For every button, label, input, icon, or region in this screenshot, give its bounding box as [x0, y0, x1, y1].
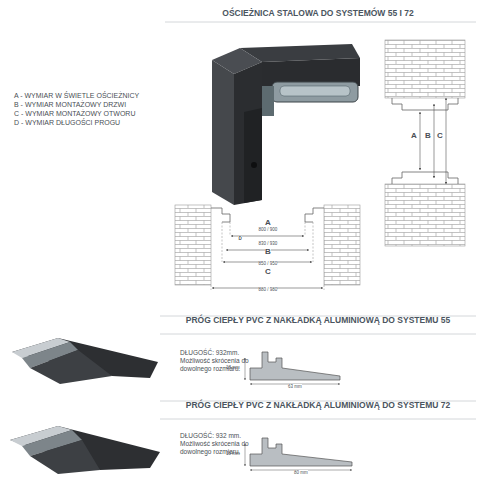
drawing-part: [272, 82, 358, 102]
drawing-part: [385, 184, 465, 246]
drawing-part: [212, 44, 360, 205]
dimension-value: 800 / 900: [259, 227, 278, 232]
section-heading: PRÓG CIEPŁY PVC Z NAKŁADKĄ ALUMINIOWĄ DO…: [186, 315, 450, 325]
drawing-part: [211, 222, 324, 290]
dimension-letter: B: [265, 247, 271, 257]
drawing-part: [385, 40, 465, 246]
description: DŁUGOŚĆ: 932 mm. Możliwość skrócenia do …: [180, 432, 260, 455]
drawing-part: [160, 22, 476, 419]
drawing-part: [211, 208, 230, 222]
dimension-value: 18 mm: [226, 451, 240, 456]
drawing-part: [420, 112, 421, 170]
drawing-part: [234, 62, 262, 205]
drawing-part: [262, 86, 274, 116]
dimension-value: 63 mm: [288, 384, 302, 389]
drawing-part: [245, 352, 340, 384]
drawing-part: [231, 236, 304, 237]
drawing-part: [160, 334, 476, 335]
drawing-part: [280, 86, 350, 96]
legend-line: C - WYMIAR MONTAŻOWY OTWORU: [14, 110, 135, 118]
drawing-part: [245, 444, 246, 466]
legend-line: D - WYMIAR DŁUGOŚCI PROGU: [14, 119, 120, 127]
drawing-part: [324, 285, 325, 290]
drawing-part: [250, 352, 340, 380]
dimension-letter: A: [411, 131, 417, 141]
drawing-part: [305, 208, 324, 222]
drawing-part: [446, 98, 447, 184]
drawing-part: [160, 419, 476, 420]
drawing-part: [30, 350, 112, 384]
description: DŁUGOŚĆ: 932mm. Możliwość skrócenia do d…: [180, 349, 260, 372]
dimension-value: 18 mm: [226, 365, 240, 370]
drawing-part: [175, 205, 360, 290]
drawing-part: [244, 108, 262, 203]
dimension-letter: C: [265, 267, 271, 277]
drawing-part: [222, 222, 223, 262]
drawing-part: [313, 222, 314, 262]
dimension-value: 80 mm: [294, 470, 308, 475]
drawing-part: [324, 205, 360, 285]
drawing-part: [392, 172, 458, 184]
section-heading: PRÓG CIEPŁY PVC Z NAKŁADKĄ ALUMINIOWĄ DO…: [186, 400, 450, 410]
dimension-letter: B: [425, 131, 431, 141]
legend-line: A - WYMIAR W ŚWIETLE OŚCIEŻNICY: [14, 92, 139, 100]
drawing-part: [30, 440, 100, 474]
dimension-letter: C: [437, 131, 443, 141]
drawing-part: [211, 285, 212, 290]
drawing-part: [385, 40, 465, 98]
drawing-part: [434, 104, 435, 178]
drawing-part: [212, 60, 234, 205]
dimension-value: 850 / 950: [259, 261, 278, 266]
drawing-part: [165, 22, 476, 23]
drawing-part: [12, 338, 158, 384]
dimension-value: 880 / 980: [259, 287, 278, 292]
dimension-letter: D: [238, 236, 241, 241]
drawing-part: [305, 222, 306, 236]
drawing-part: [175, 205, 211, 285]
page-title: OŚCIEŻNICA STALOWA DO SYSTEMÓW 55 I 72: [222, 8, 413, 18]
drawing-part: [245, 438, 352, 470]
legend-line: B - WYMIAR MONTAŻOWY DRZWI: [14, 101, 126, 109]
drawing-part: [250, 438, 352, 466]
drawing-part: [392, 98, 458, 110]
drawing-part: [230, 222, 231, 236]
dimension-value: 830 / 930: [259, 241, 278, 246]
drawing-part: [10, 426, 160, 474]
drawing-part: [251, 162, 257, 168]
